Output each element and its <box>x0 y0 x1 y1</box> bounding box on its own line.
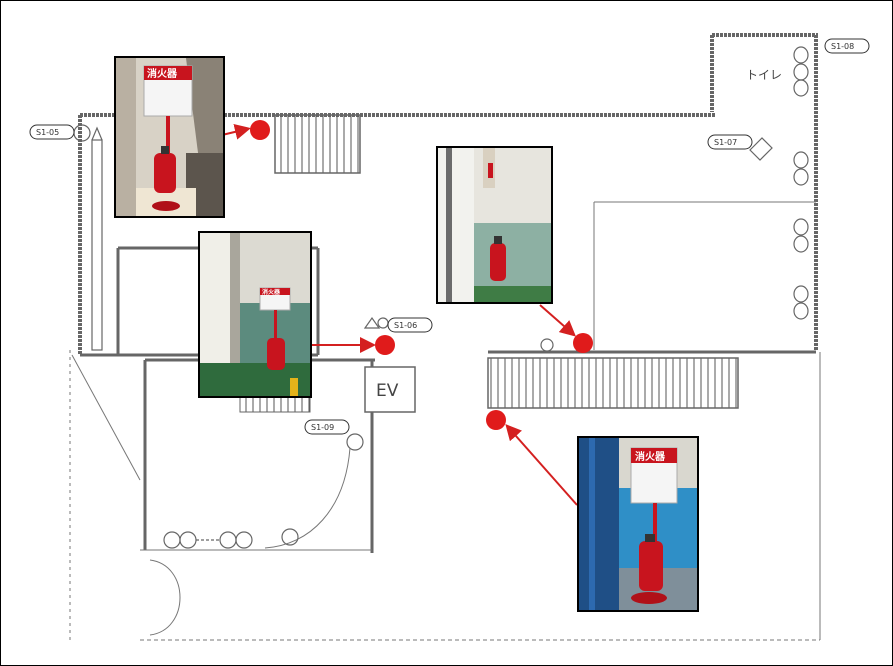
outer-walls <box>78 33 818 355</box>
photo-1-sign-text: 消火器 <box>147 67 178 80</box>
tag-s1-08: S1-08 <box>824 38 870 54</box>
extinguisher-marker-2 <box>375 335 395 355</box>
fixtures-bottom <box>163 316 554 549</box>
photo-4-sign-text: 消火器 <box>635 450 666 463</box>
tag-s1-07: S1-07 <box>707 134 753 150</box>
stairs-top <box>274 114 361 174</box>
photo-extinguisher-2: 消火器 <box>198 231 312 398</box>
photo-2-sign-text: 消火器 <box>262 288 281 296</box>
tag-s1-09: S1-09 <box>304 419 350 435</box>
thin-lines <box>69 201 821 641</box>
toilet-label: トイレ <box>746 68 782 82</box>
elevator-box <box>364 366 416 413</box>
photo-extinguisher-4: 消火器 <box>577 436 699 612</box>
extinguisher-marker-3 <box>573 333 593 353</box>
tag-s1-05-text: S1-05 <box>36 128 59 137</box>
tag-s1-08-text: S1-08 <box>831 42 854 51</box>
arrow-3 <box>539 304 577 337</box>
photo-extinguisher-3 <box>436 146 553 304</box>
photo-extinguisher-1: 消火器 <box>114 56 225 218</box>
stairs-middle <box>487 357 739 409</box>
elevator-label: EV <box>376 381 399 401</box>
left-pipe <box>73 124 103 351</box>
tag-s1-07-text: S1-07 <box>714 138 737 147</box>
fixtures-right <box>749 46 809 320</box>
arrow-1 <box>221 124 251 140</box>
tag-s1-06: S1-06 <box>387 317 433 333</box>
tag-s1-05: S1-05 <box>29 124 75 140</box>
tag-s1-09-text: S1-09 <box>311 423 334 432</box>
extinguisher-marker-4 <box>486 410 506 430</box>
arrow-4 <box>505 424 578 506</box>
tag-s1-06-text: S1-06 <box>394 321 417 330</box>
extinguisher-marker-1 <box>250 120 270 140</box>
